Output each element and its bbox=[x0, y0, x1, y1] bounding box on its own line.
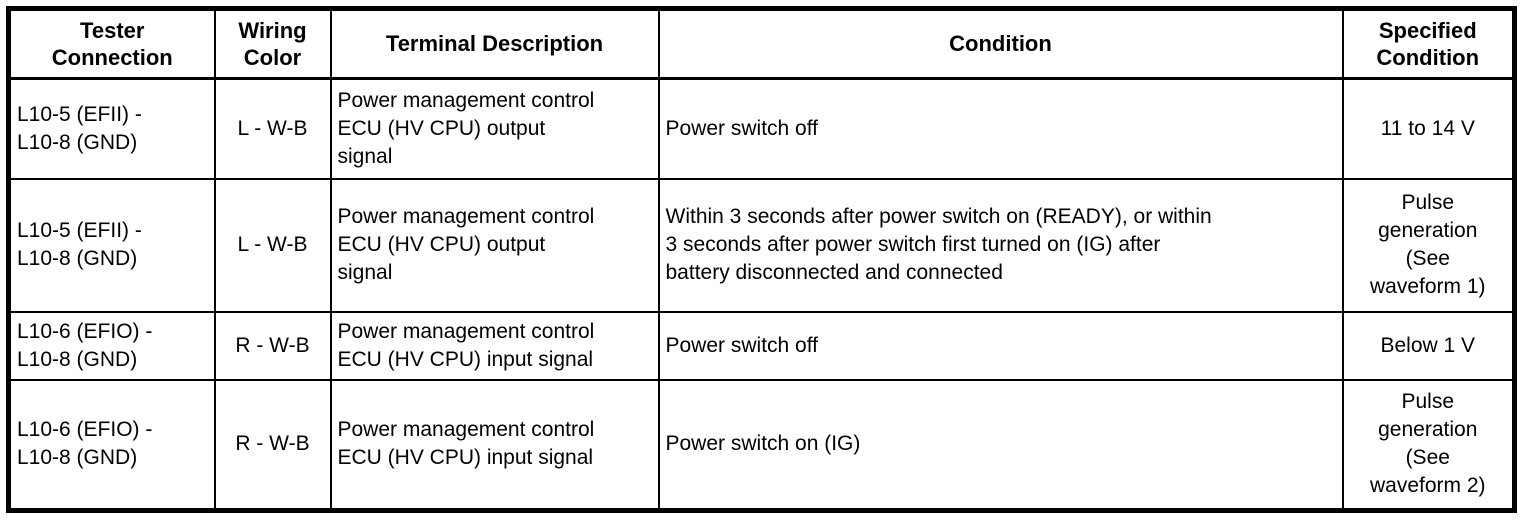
terminal-spec-document: Tester Connection Wiring Color Terminal … bbox=[0, 6, 1520, 530]
cell-specified-condition: Pulse generation (See waveform 1) bbox=[1341, 177, 1516, 313]
header-row: Tester Connection Wiring Color Terminal … bbox=[7, 7, 1516, 80]
cell-wiring-color: L - W-B bbox=[213, 77, 332, 180]
terminal-spec-table: Tester Connection Wiring Color Terminal … bbox=[6, 6, 1517, 513]
header-condition: Condition bbox=[657, 7, 1344, 80]
cell-condition: Power switch on (IG) bbox=[657, 378, 1344, 512]
header-specified-condition: Specified Condition bbox=[1341, 7, 1516, 80]
cell-condition: Power switch off bbox=[657, 310, 1344, 381]
table-row: L10-6 (EFIO) - L10-8 (GND) R - W-B Power… bbox=[7, 378, 1516, 512]
header-tester-connection: Tester Connection bbox=[7, 7, 216, 80]
cell-tester-connection: L10-5 (EFII) - L10-8 (GND) bbox=[7, 177, 216, 313]
cell-terminal-description: Power management control ECU (HV CPU) ou… bbox=[329, 77, 660, 180]
cell-specified-condition: Below 1 V bbox=[1341, 310, 1516, 381]
cell-tester-connection: L10-6 (EFIO) - L10-8 (GND) bbox=[7, 310, 216, 381]
cell-condition: Power switch off bbox=[657, 77, 1344, 180]
cell-tester-connection: L10-5 (EFII) - L10-8 (GND) bbox=[7, 77, 216, 180]
table-row: L10-5 (EFII) - L10-8 (GND) L - W-B Power… bbox=[7, 177, 1516, 313]
header-wiring-color: Wiring Color bbox=[213, 7, 332, 80]
cell-terminal-description: Power management control ECU (HV CPU) ou… bbox=[329, 177, 660, 313]
cell-terminal-description: Power management control ECU (HV CPU) in… bbox=[329, 310, 660, 381]
table-row: L10-6 (EFIO) - L10-8 (GND) R - W-B Power… bbox=[7, 310, 1516, 381]
cell-tester-connection: L10-6 (EFIO) - L10-8 (GND) bbox=[7, 378, 216, 512]
cell-wiring-color: L - W-B bbox=[213, 177, 332, 313]
cell-specified-condition: 11 to 14 V bbox=[1341, 77, 1516, 180]
cell-specified-condition: Pulse generation (See waveform 2) bbox=[1341, 378, 1516, 512]
cell-terminal-description: Power management control ECU (HV CPU) in… bbox=[329, 378, 660, 512]
table-row: L10-5 (EFII) - L10-8 (GND) L - W-B Power… bbox=[7, 77, 1516, 180]
cell-condition: Within 3 seconds after power switch on (… bbox=[657, 177, 1344, 313]
header-terminal-description: Terminal Description bbox=[329, 7, 660, 80]
cell-wiring-color: R - W-B bbox=[213, 378, 332, 512]
cell-wiring-color: R - W-B bbox=[213, 310, 332, 381]
